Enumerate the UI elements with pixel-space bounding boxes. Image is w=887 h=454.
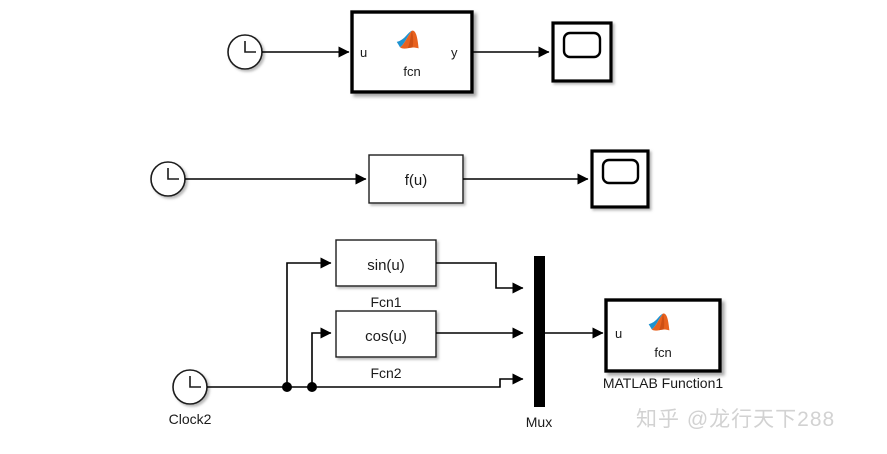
matlab-function-output-port-label: y — [451, 45, 458, 60]
clock-block-row1[interactable] — [227, 34, 263, 70]
mux-block[interactable] — [534, 256, 545, 407]
fcn2-expression: cos(u) — [365, 328, 407, 345]
junction-dot-fcn1 — [282, 382, 292, 392]
scope-block-row2[interactable] — [590, 149, 650, 209]
clock-block-row2[interactable] — [150, 161, 186, 197]
row-1-group: u y fcn — [227, 10, 613, 94]
fcn-block-expression: f(u) — [405, 172, 428, 189]
watermark-text: 知乎 @龙行天下288 — [636, 408, 836, 431]
wire-clock2-trunk-to-mux-in3[interactable] — [207, 373, 524, 388]
wire-branch-to-fcn2[interactable] — [311, 327, 332, 387]
row-2-group: f(u) — [150, 149, 650, 209]
clock2-caption: Clock2 — [169, 411, 212, 427]
wire-fcn1-to-mux-in1[interactable] — [436, 262, 524, 294]
matlab-function1-block[interactable] — [604, 298, 722, 373]
fcn-block-row2[interactable] — [368, 154, 464, 204]
fcn2-block[interactable] — [335, 310, 437, 358]
row-3-group: Clock2 sin(u) Fcn1 cos(u) Fcn2 — [169, 239, 724, 430]
fcn2-caption: Fcn2 — [370, 365, 401, 381]
mux-caption: Mux — [526, 414, 552, 430]
junction-dot-fcn2 — [307, 382, 317, 392]
clock-block-row3[interactable] — [172, 369, 208, 405]
matlab-function1-input-port-label: u — [615, 326, 622, 341]
wire-branch-to-fcn1[interactable] — [286, 257, 332, 387]
scope-block-row1[interactable] — [551, 21, 613, 83]
matlab-function-input-port-label: u — [360, 45, 367, 60]
matlab-function-icon-label: fcn — [403, 64, 420, 79]
matlab-function1-icon-label: fcn — [654, 345, 671, 360]
fcn1-expression: sin(u) — [367, 257, 405, 274]
matlab-function1-caption: MATLAB Function1 — [603, 375, 724, 391]
fcn1-caption: Fcn1 — [370, 294, 401, 310]
